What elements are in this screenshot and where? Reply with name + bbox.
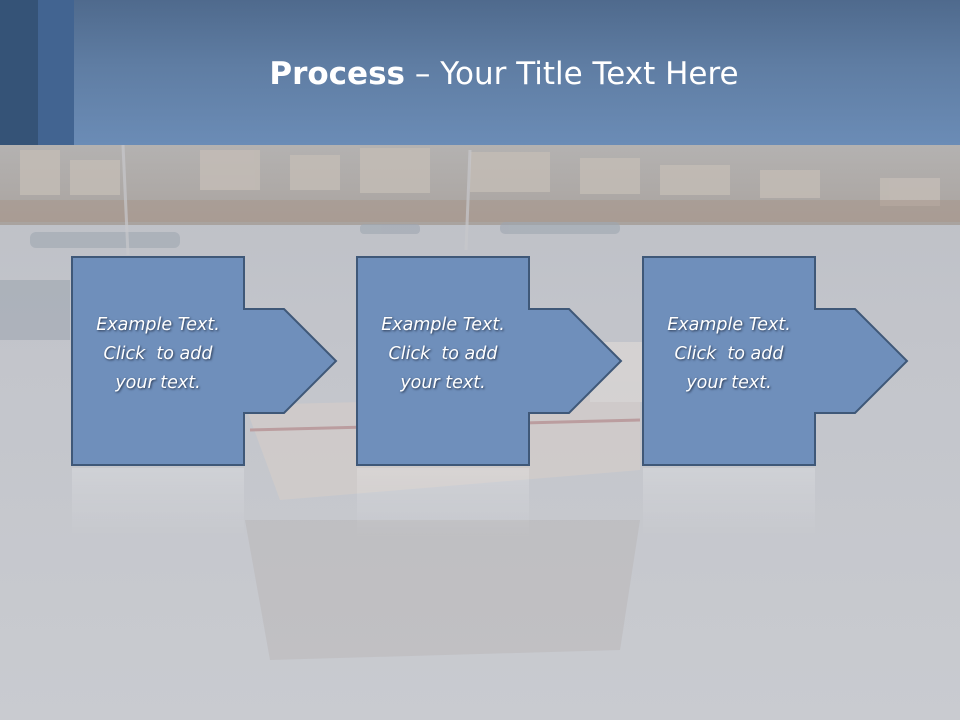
step-text-line-2: Click to add xyxy=(388,344,498,364)
arrow-step-shape xyxy=(642,256,909,466)
step-text: Example Text. Click to add your text. xyxy=(357,311,529,398)
step-1-reflection xyxy=(72,468,244,538)
step-2-reflection xyxy=(357,468,529,538)
step-text-line-3: your text. xyxy=(400,373,486,393)
title-accent-block-mid xyxy=(38,0,74,145)
slide-title[interactable]: Process – Your Title Text Here xyxy=(74,50,934,98)
arrow-step-shape xyxy=(356,256,623,466)
step-text-line-1: Example Text. xyxy=(96,315,220,335)
step-text-line-2: Click to add xyxy=(103,344,213,364)
title-bold-text: Process xyxy=(269,56,405,92)
title-accent-block-dark xyxy=(0,0,38,145)
step-text-line-1: Example Text. xyxy=(381,315,505,335)
step-text: Example Text. Click to add your text. xyxy=(643,311,815,398)
step-3-reflection xyxy=(643,468,815,538)
step-text: Example Text. Click to add your text. xyxy=(72,311,244,398)
step-text-line-2: Click to add xyxy=(674,344,784,364)
arrow-step-shape xyxy=(71,256,338,466)
step-text-line-3: your text. xyxy=(115,373,201,393)
title-bar xyxy=(0,0,960,145)
step-text-line-1: Example Text. xyxy=(667,315,791,335)
title-rest-text: – Your Title Text Here xyxy=(405,56,739,92)
step-text-line-3: your text. xyxy=(686,373,772,393)
